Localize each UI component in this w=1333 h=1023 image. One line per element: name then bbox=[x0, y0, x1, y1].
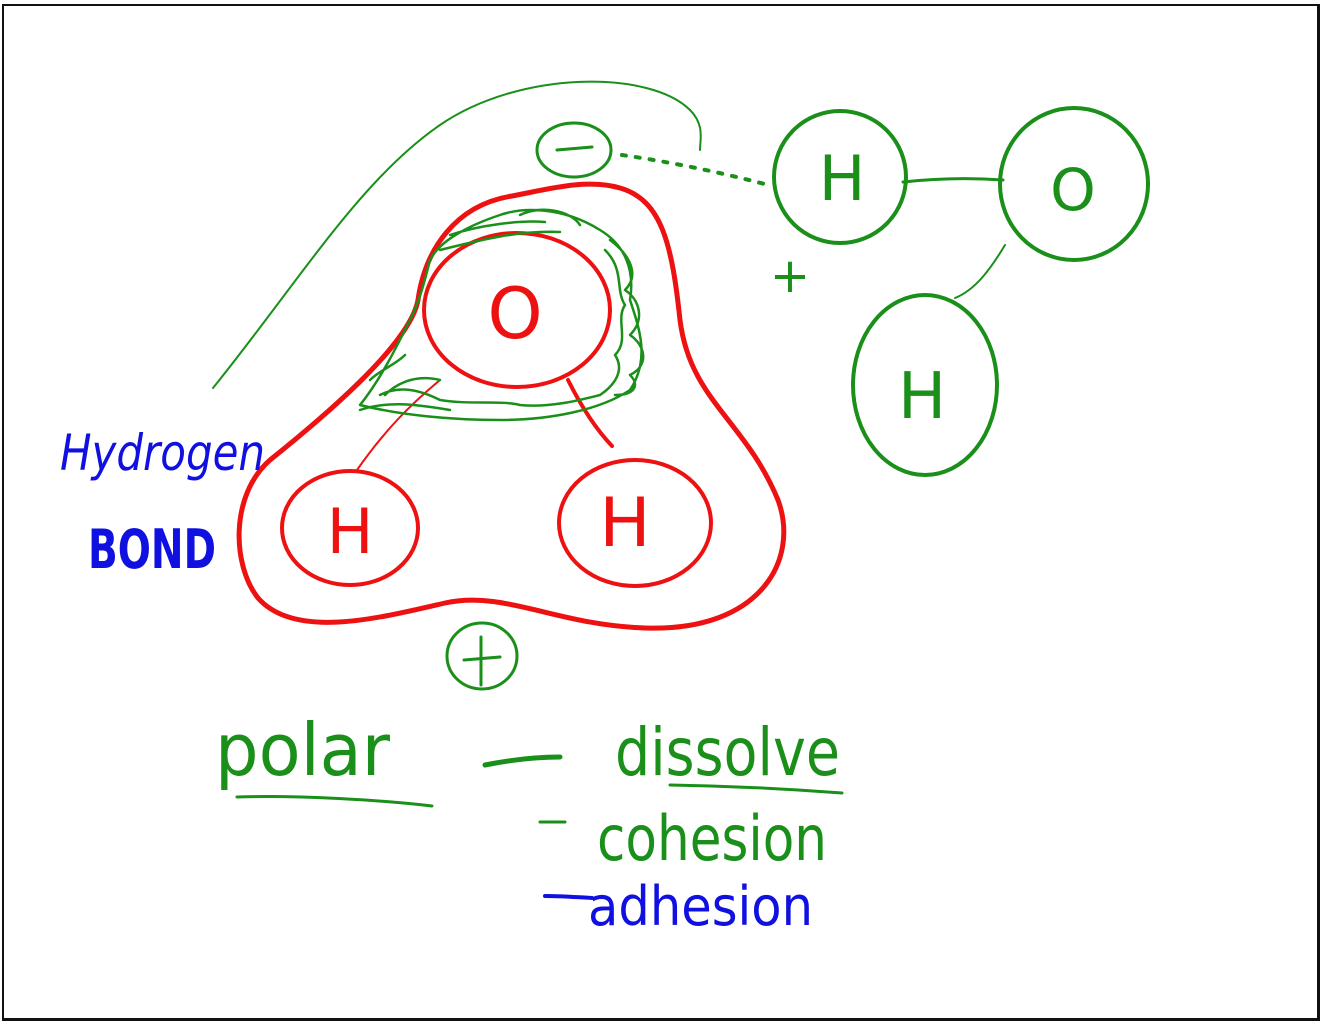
neighbor-bond-top bbox=[901, 177, 1005, 184]
water-molecule bbox=[236, 181, 787, 631]
hydrogen-bond-pointer-arc bbox=[212, 80, 702, 389]
dissolve-dash bbox=[482, 754, 563, 768]
electron-cloud-outline bbox=[236, 181, 787, 631]
hydrogen-bond-label-line2: BOND bbox=[88, 518, 216, 581]
adhesion-dash bbox=[543, 894, 594, 900]
electron-density-scribble bbox=[358, 208, 645, 422]
bond-o-h-left bbox=[356, 379, 441, 471]
neighbor-hydrogen-bottom-label: H bbox=[898, 360, 946, 434]
dissolve-underline bbox=[668, 783, 844, 795]
hydrogen-atom-left bbox=[280, 469, 420, 587]
polar-heading: polar bbox=[215, 708, 390, 792]
whiteboard-frame bbox=[2, 4, 1320, 1021]
hydrogen-right-label: H bbox=[599, 484, 650, 563]
hydrogen-atom-right bbox=[557, 458, 713, 588]
hydrogen-bond-dotted-line bbox=[620, 153, 774, 188]
positive-charge-marker bbox=[445, 621, 519, 691]
oxygen-label: O bbox=[487, 273, 542, 355]
neighbor-hydrogen-top-label: H bbox=[819, 142, 866, 215]
positive-charge-circle bbox=[445, 621, 519, 691]
neighbor-bond-bottom bbox=[954, 244, 1006, 299]
neighbor-water-molecule bbox=[772, 106, 1150, 477]
property-adhesion: adhesion bbox=[588, 875, 813, 938]
property-cohesion: cohesion bbox=[597, 802, 827, 875]
bond-o-h-right bbox=[566, 378, 614, 448]
hydrogen-left-label: H bbox=[327, 495, 374, 568]
neighbor-hydrogen-atom-bottom bbox=[851, 293, 999, 477]
neighbor-partial-charge: + bbox=[770, 248, 810, 304]
neighbor-oxygen-atom bbox=[998, 106, 1150, 262]
property-dissolve: dissolve bbox=[615, 714, 840, 791]
polar-underline bbox=[235, 795, 434, 808]
neighbor-hydrogen-atom-top bbox=[772, 109, 908, 245]
negative-charge-circle bbox=[535, 121, 613, 179]
hydrogen-bond-label-line1: Hydrogen bbox=[60, 424, 265, 482]
neighbor-oxygen-label: O bbox=[1050, 156, 1096, 224]
negative-charge-marker bbox=[535, 121, 613, 179]
